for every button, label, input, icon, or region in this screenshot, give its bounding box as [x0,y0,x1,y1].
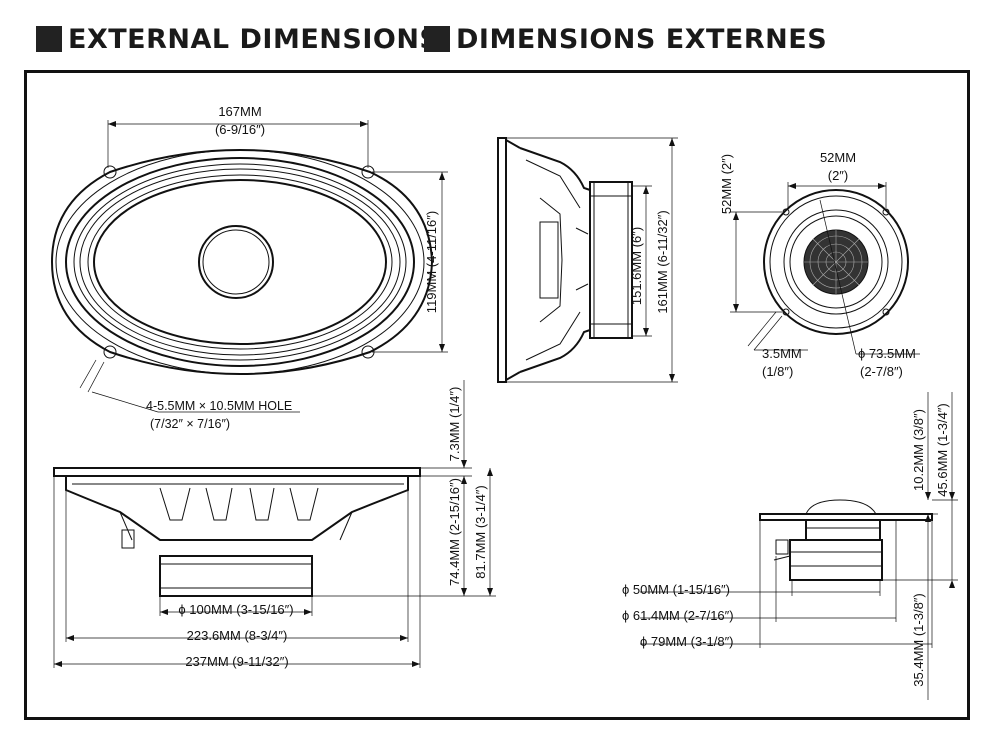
woofer-front-view: 167MM (6-9/16″) 119MM (4-11/16″) 4-5.5MM… [50,104,448,431]
woofer-overall: 237MM (9-11/32″) [185,654,288,669]
woofer-magnet-dia: ϕ 100MM (3-15/16″) [178,602,293,617]
tweeter-bottom-depth: 35.4MM (1-3/8″) [911,593,926,686]
title-french: DIMENSIONS EXTERNES [456,23,828,55]
woofer-flange-depth: 7.3MM (1/4″) [447,387,462,462]
woofer-depth-b: 81.7MM (3-1/4″) [473,485,488,578]
woofer-width-in: (6-9/16″) [215,122,265,137]
header-square-icon [36,26,62,52]
tweeter-dia-61: ϕ 61.4MM (2-7/16″) [622,608,734,623]
title-english: EXTERNAL DIMENSIONS [68,23,440,55]
woofer-height: 119MM (4-11/16″) [424,211,439,313]
header-fr: DIMENSIONS EXTERNES [424,22,827,56]
tweeter-width-in: (2″) [828,168,849,183]
woofer-width-mm: 167MM [218,104,261,119]
woofer-hole-in: (7/32″ × 7/16″) [150,417,230,431]
woofer-bottom-view: 7.3MM (1/4″) 74.4MM (2-15/16″) 81.7MM (3… [53,380,496,669]
header-square-icon [424,26,450,52]
tweeter-dia-50: ϕ 50MM (1-15/16″) [622,582,730,597]
tweeter-height: 52MM (2″) [719,154,734,214]
tweeter-height-total: 45.6MM (1-3/4″) [935,403,950,496]
header-en: EXTERNAL DIMENSIONS [36,22,439,56]
woofer-side-outer: 161MM (6-11/32″) [655,210,670,313]
tweeter-hole-in: (1/8″) [762,364,793,379]
tweeter-front-view: 52MM (2″) 52MM (2″) 3.5MM (1/8″) ϕ 73.5M… [719,150,920,379]
tweeter-dia-in: (2-7/8″) [860,364,903,379]
woofer-cutout: 223.6MM (8-3/4″) [187,628,288,643]
woofer-side-view: 151.6MM (6″) 161MM (6-11/32″) [497,137,678,383]
tweeter-dia-79: ϕ 79MM (3-1/8″) [640,634,734,649]
tweeter-hole-mm: 3.5MM [762,346,802,361]
tweeter-side-view: 10.2MM (3/8″) 45.6MM (1-3/4″) 35.4MM (1-… [622,392,958,700]
tweeter-width-mm: 52MM [820,150,856,165]
woofer-side-inner: 151.6MM (6″) [629,227,644,305]
tweeter-dia-mm: ϕ 73.5MM [858,346,916,361]
woofer-hole-mm: 4-5.5MM × 10.5MM HOLE [146,399,292,413]
drawing-frame [24,70,970,720]
tweeter-top-depth: 10.2MM (3/8″) [911,409,926,491]
woofer-depth-a: 74.4MM (2-15/16″) [447,478,462,586]
